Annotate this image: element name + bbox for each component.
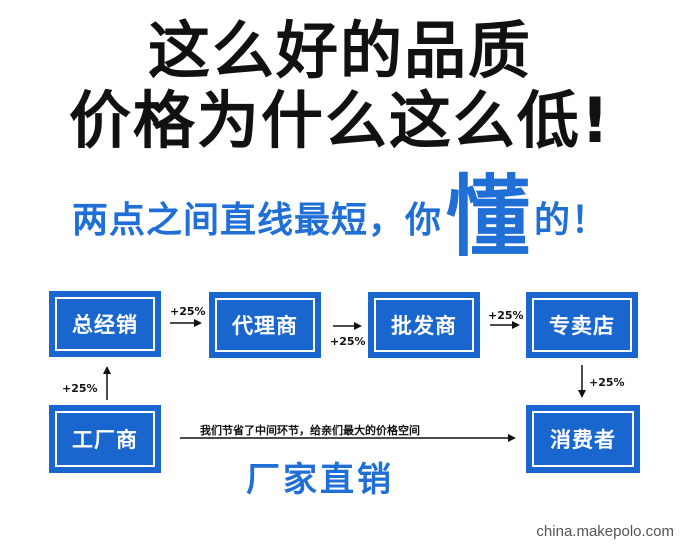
box-zongjingxiao: 总经销 <box>49 291 161 357</box>
box-dailishang: 代理商 <box>209 292 321 358</box>
markup-label: +25% <box>62 382 98 395</box>
tagline: 两点之间直线最短，你 懂 的！ <box>0 165 680 269</box>
box-dailishang-label: 代理商 <box>215 298 315 352</box>
box-pifashang-label: 批发商 <box>374 298 474 352</box>
watermark: china.makepolo.com <box>536 523 674 540</box>
markup-label: +25% <box>170 305 206 318</box>
box-xiaofeizhe-label: 消费者 <box>532 411 634 467</box>
direct-sales-label: 厂家直销 <box>246 460 394 500</box>
box-gongchangshang: 工厂商 <box>49 405 161 473</box>
direct-sales-note: 我们节省了中间环节，给亲们最大的价格空间 <box>200 424 420 437</box>
markup-label: +25% <box>589 376 625 389</box>
box-zongjingxiao-label: 总经销 <box>55 297 155 351</box>
tagline-part-1: 两点之间直线最短，你 <box>71 200 442 241</box>
box-gongchangshang-label: 工厂商 <box>55 411 155 467</box>
headline-line-2: 价格为什么这么低! <box>68 84 612 157</box>
box-pifashang: 批发商 <box>368 292 480 358</box>
box-zhuanmaidian: 专卖店 <box>526 292 638 358</box>
markup-label: +25% <box>488 309 524 322</box>
tagline-emphasis: 懂 <box>445 165 530 269</box>
tagline-part-2: 的！ <box>534 200 609 241</box>
headline-line-1: 这么好的品质 <box>147 14 532 87</box>
markup-label: +25% <box>330 335 366 348</box>
box-zhuanmaidian-label: 专卖店 <box>532 298 632 352</box>
box-xiaofeizhe: 消费者 <box>526 405 640 473</box>
